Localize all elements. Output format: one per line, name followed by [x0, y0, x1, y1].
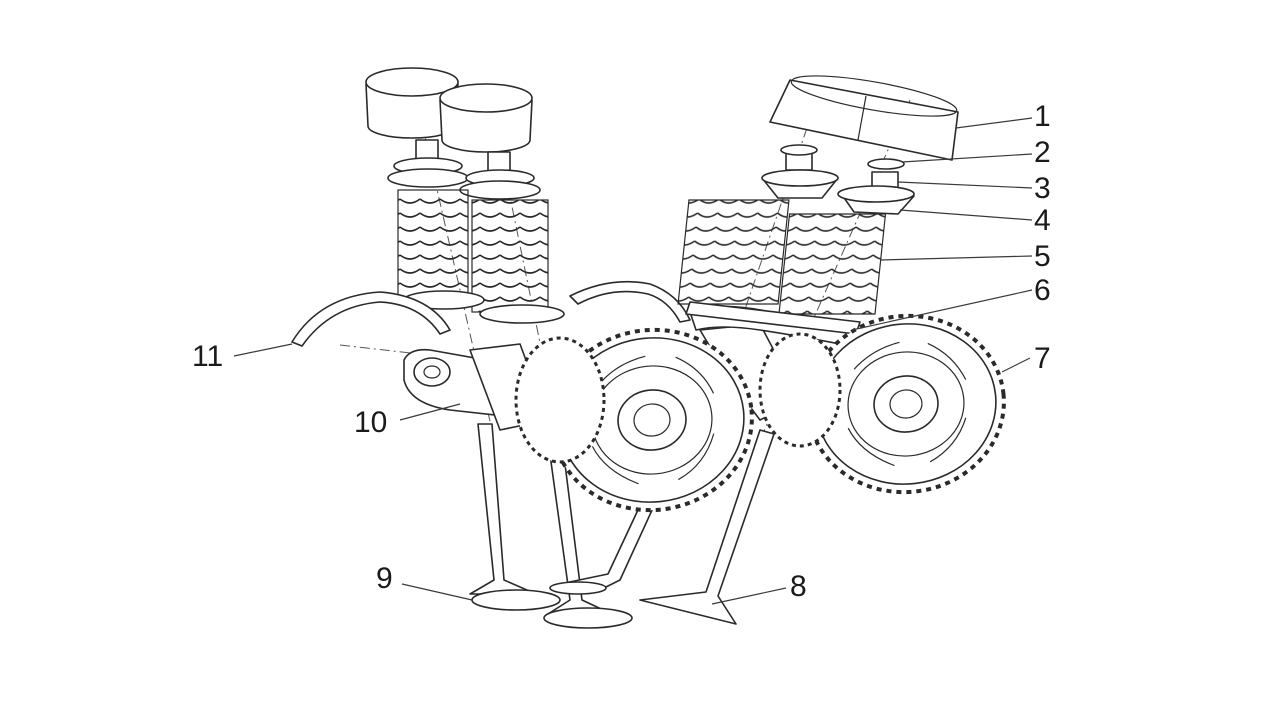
tappet-left-2	[439, 83, 533, 153]
right-tappets	[769, 75, 959, 161]
callouts: 1 2 3 4 5 6 7 8 9 10 11	[192, 100, 1051, 603]
right-retainers	[761, 169, 915, 215]
left-tappets	[365, 67, 533, 153]
valves	[469, 423, 775, 629]
callout-3: 3	[1034, 172, 1051, 205]
leader-lines	[233, 117, 1033, 605]
callout-10: 10	[354, 406, 387, 439]
callout-5: 5	[1034, 240, 1051, 273]
circlip	[291, 291, 451, 347]
cam-sprocket-rear	[514, 332, 842, 464]
callout-4: 4	[1034, 204, 1051, 237]
left-springs	[397, 189, 565, 324]
callout-8: 8	[790, 570, 807, 603]
valve-center	[543, 439, 633, 629]
valve-9	[469, 423, 561, 611]
callout-6: 6	[1034, 274, 1051, 307]
callout-11: 11	[192, 340, 223, 373]
callout-9: 9	[376, 562, 393, 595]
callout-1: 1	[1034, 100, 1051, 133]
cam-sprocket-right	[806, 313, 1006, 495]
callout-7: 7	[1034, 342, 1051, 375]
circlip-2	[569, 280, 691, 323]
right-springs	[677, 199, 887, 315]
right-keepers	[780, 144, 905, 193]
callout-2: 2	[1034, 136, 1051, 169]
